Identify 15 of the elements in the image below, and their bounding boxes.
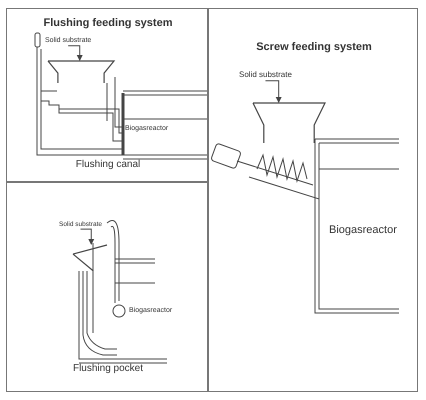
reactor-label: Biogasreactor	[329, 224, 397, 236]
arrow	[264, 80, 282, 103]
substrate-label: Solid substrate	[239, 71, 292, 80]
arrow	[80, 228, 94, 245]
diagram-panel	[6, 8, 208, 182]
panel-title: Flushing feeding system	[42, 17, 174, 30]
hopper	[73, 245, 107, 271]
diagram-panel	[6, 182, 208, 392]
arrow	[68, 45, 83, 61]
hopper	[48, 61, 114, 83]
panel-title: Screw feeding system	[255, 41, 373, 54]
diagram-panel	[208, 8, 418, 392]
hopper	[253, 103, 325, 143]
panel-caption: Flushing canal	[74, 159, 142, 170]
panel-caption: Flushing pocket	[72, 363, 144, 374]
